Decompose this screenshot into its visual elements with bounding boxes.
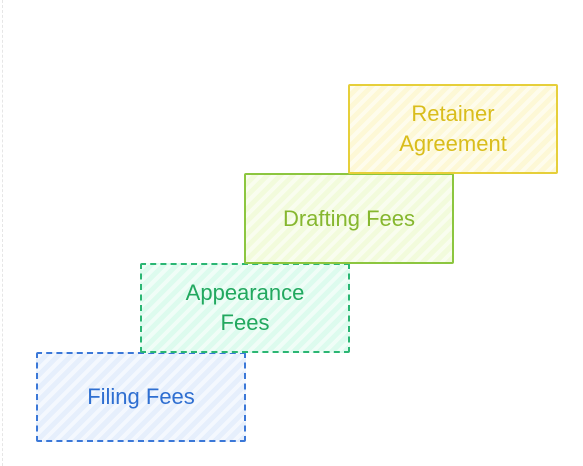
step-filing-fees: Filing Fees: [36, 352, 246, 442]
step-appearance-fees: Appearance Fees: [140, 263, 350, 353]
step-label-appearance-fees: Appearance Fees: [185, 280, 305, 335]
step-drafting-fees: Drafting Fees: [244, 173, 454, 264]
step-retainer-agreement: Retainer Agreement: [348, 84, 558, 174]
step-label-filing-fees: Filing Fees: [87, 384, 195, 409]
step-label-retainer-agreement: Retainer Agreement: [399, 101, 507, 156]
left-divider: [2, 0, 3, 466]
step-label-drafting-fees: Drafting Fees: [282, 205, 416, 231]
